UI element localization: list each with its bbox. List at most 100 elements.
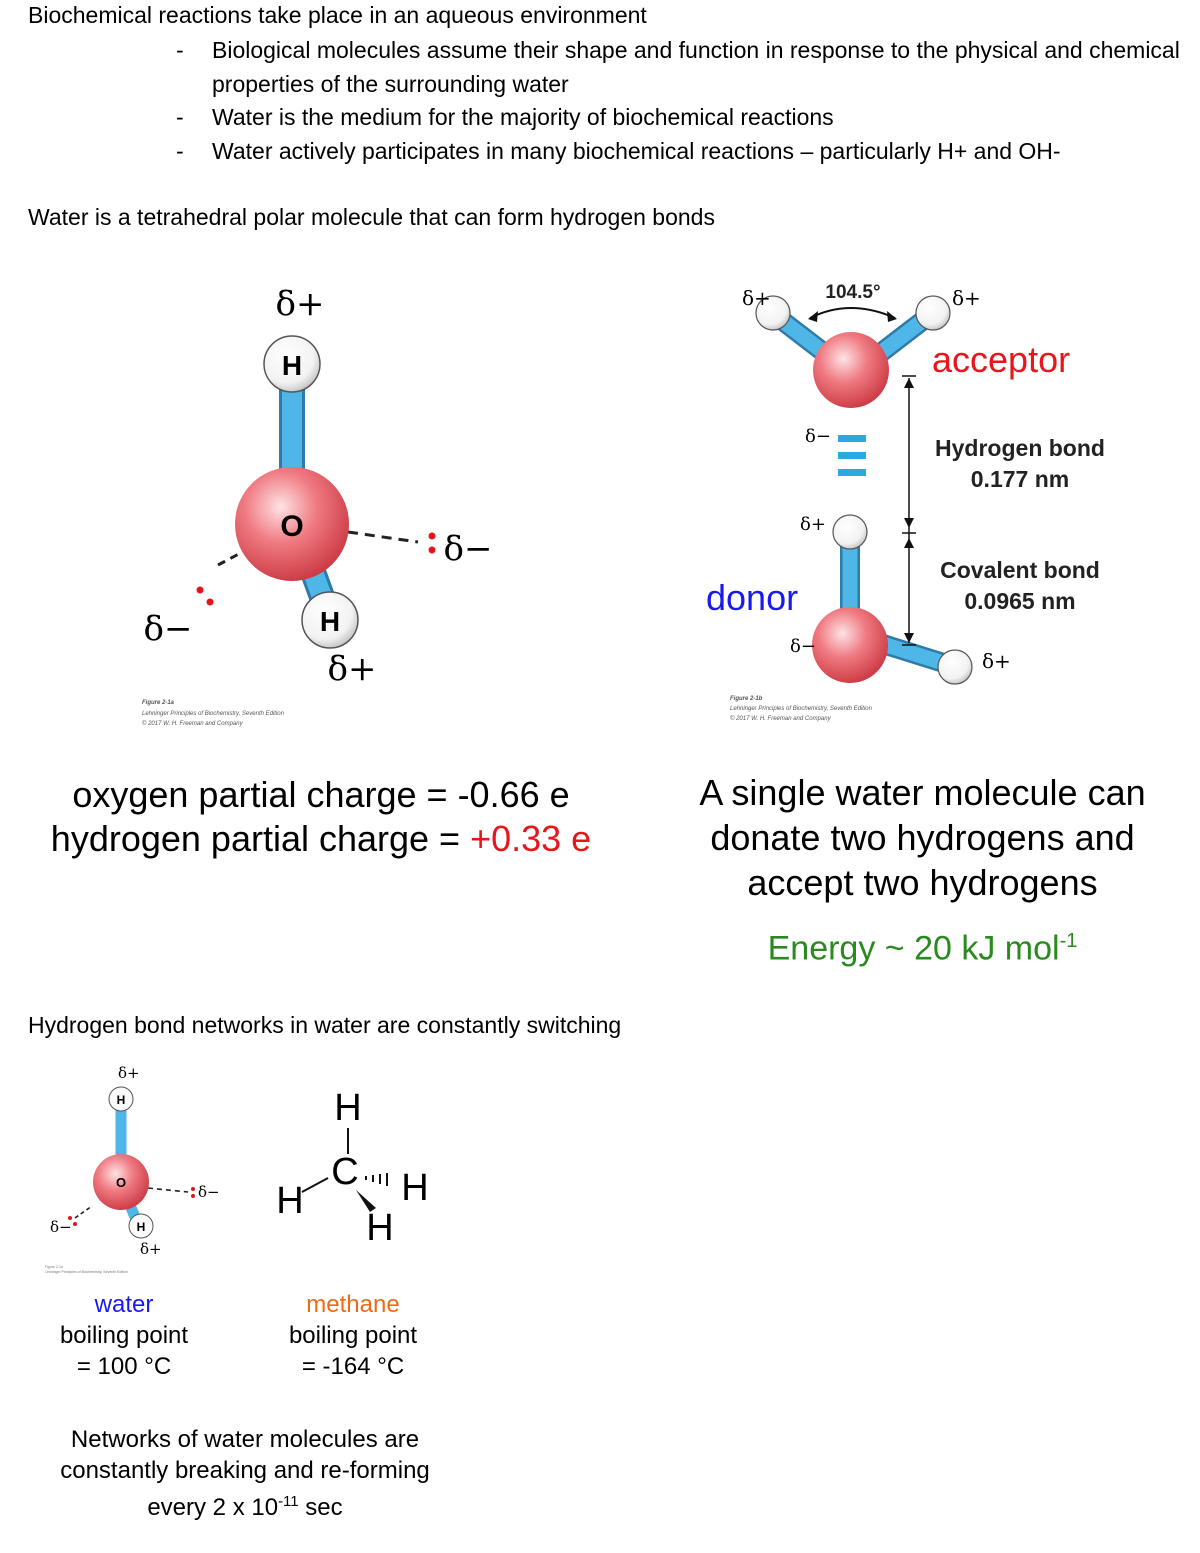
hydrogen-bond-length: 0.177 nm xyxy=(971,466,1069,492)
acceptor-label: acceptor xyxy=(932,339,1070,380)
oxygen-charge-line: oxygen partial charge = -0.66 e xyxy=(72,774,570,815)
figure-credit: Lehninger Principles of Biochemistry, Se… xyxy=(730,706,873,712)
networks-time-exponent: -11 xyxy=(278,1493,299,1510)
delta-plus-label: δ+ xyxy=(800,514,826,535)
methane-hydrogen-top: H xyxy=(334,1087,361,1129)
methane-boiling-label: boiling point xyxy=(288,1322,418,1349)
hydrogen-bond-figure: 104.5° δ+ δ+ δ− δ+ δ− δ+ acceptor donor … xyxy=(706,282,1105,722)
figure-credit: Figure 2-1b xyxy=(730,696,763,702)
hydrogen-bond-label: Hydrogen bond xyxy=(935,435,1105,461)
bullet-item: - Water is the medium for the majority o… xyxy=(172,101,1182,135)
lone-pair-dot xyxy=(191,1187,195,1191)
methane-figure: H C H H H xyxy=(276,1087,428,1249)
networks-time-prefix: every 2 x 10 xyxy=(147,1494,279,1521)
water-name: water xyxy=(94,1291,154,1318)
hydrogen-bond-bar xyxy=(838,452,866,459)
partial-charges-block: oxygen partial charge = -0.66 e hydrogen… xyxy=(18,773,624,861)
delta-minus-label: δ− xyxy=(805,426,831,447)
bullet-item: - Water actively participates in many bi… xyxy=(172,135,1182,169)
hydrogen-atom xyxy=(301,591,359,649)
donate-line: accept two hydrogens xyxy=(747,862,1098,903)
bullet-text: Water actively participates in many bioc… xyxy=(212,137,1061,164)
methane-hydrogen-right: H xyxy=(401,1167,428,1209)
donate-line: donate two hydrogens and xyxy=(710,817,1135,858)
delta-minus-label: δ− xyxy=(790,636,816,657)
arrowhead xyxy=(904,378,914,388)
delta-plus-label: δ+ xyxy=(328,649,377,689)
hydrogen-atom xyxy=(128,1213,154,1239)
covalent-bond-length: 0.0965 nm xyxy=(964,588,1075,614)
oxygen-atom xyxy=(235,467,349,581)
oxygen-atom xyxy=(813,332,889,408)
delta-minus-label: δ− xyxy=(50,1218,72,1236)
hydrogen-bond-bar xyxy=(838,435,866,442)
energy-exponent: -1 xyxy=(1059,930,1078,952)
hydrogen-label: H xyxy=(137,1220,146,1234)
methane-bond xyxy=(301,1177,329,1193)
arrowhead xyxy=(808,311,818,322)
delta-plus-label: δ+ xyxy=(742,286,771,310)
hydrogen-charge-prefix: hydrogen partial charge = xyxy=(50,818,471,859)
oxygen-atom xyxy=(93,1154,149,1210)
water-small-figure: O H H δ+ δ+ δ− δ− Figure 2-1a Lehninger … xyxy=(45,1064,220,1274)
figure-credit: Figure 2-1a xyxy=(45,1265,63,1269)
networks-line: every 2 x 10-11 sec xyxy=(30,1486,460,1523)
delta-minus-label: δ− xyxy=(144,609,193,649)
hydrogen-label: H xyxy=(117,1093,126,1107)
hydrogen-bond-bar xyxy=(838,469,866,476)
covalent-bond-label: Covalent bond xyxy=(940,557,1100,583)
donor-label: donor xyxy=(706,577,798,618)
figure-credit: Lehninger Principles of Biochemistry, Se… xyxy=(45,1270,128,1274)
lone-pair-dot xyxy=(73,1222,77,1226)
water-caption: water boiling point = 100 °C xyxy=(28,1289,220,1382)
networks-line: constantly breaking and re-forming xyxy=(60,1457,430,1484)
hydrogen-atom xyxy=(915,295,951,331)
delta-minus-label: δ− xyxy=(444,529,493,569)
lone-pair-dot xyxy=(68,1216,72,1220)
delta-plus-label: δ+ xyxy=(276,284,325,324)
arrowhead xyxy=(904,633,914,643)
oxygen-label: O xyxy=(280,510,303,543)
water-tetrahedral-figure: O H H δ+ δ+ δ− δ− Figure 2-1a Lehninger … xyxy=(142,284,493,727)
hydrogen-charge-value: +0.33 e xyxy=(470,818,592,859)
methane-name: methane xyxy=(306,1291,400,1318)
delta-plus-label: δ+ xyxy=(118,1064,140,1082)
delta-plus-label: δ+ xyxy=(140,1240,162,1258)
methane-hydrogen-bottom: H xyxy=(366,1207,393,1249)
methane-carbon: C xyxy=(331,1151,358,1193)
oxygen-atom xyxy=(812,607,888,683)
methane-boiling-value: = -164 °C xyxy=(301,1353,405,1380)
arrowhead xyxy=(904,518,914,528)
angle-arc xyxy=(809,307,896,319)
networks-caption: Networks of water molecules are constant… xyxy=(30,1424,460,1523)
donate-line: A single water molecule can xyxy=(699,772,1146,813)
hydrogen-label: H xyxy=(320,606,340,637)
hydrogen-label: H xyxy=(282,350,302,381)
hydrogen-atom xyxy=(108,1086,134,1112)
methane-wedge-bond xyxy=(356,1190,376,1212)
bullet-text: Water is the medium for the majority of … xyxy=(212,104,834,130)
section-heading-tetrahedral: Water is a tetrahedral polar molecule th… xyxy=(28,204,715,230)
energy-prefix: Energy ~ 20 kJ mol xyxy=(767,929,1060,968)
hydrogen-bond-dash xyxy=(347,530,419,544)
bullet-item: - Biological molecules assume their shap… xyxy=(172,34,1182,101)
bullet-marker: - xyxy=(176,37,184,63)
oxygen-label: O xyxy=(116,1175,126,1190)
lone-pair-dot xyxy=(191,1194,195,1198)
hydrogen-bond-dash xyxy=(147,1187,189,1193)
hydrogen-atom xyxy=(263,335,321,393)
lone-pair-dot xyxy=(428,546,436,554)
section-heading-networks: Hydrogen bond networks in water are cons… xyxy=(28,1012,622,1038)
arrowhead xyxy=(904,538,914,548)
hydrogen-charge-line: hydrogen partial charge = +0.33 e xyxy=(18,817,624,861)
bullet-marker: - xyxy=(176,137,184,164)
bullet-list: - Biological molecules assume their shap… xyxy=(172,34,1182,168)
hydrogen-atom xyxy=(832,514,868,550)
energy-line: Energy ~ 20 kJ mol-1 xyxy=(660,919,1185,971)
networks-line: Networks of water molecules are xyxy=(70,1426,420,1453)
section-heading-aqueous: Biochemical reactions take place in an a… xyxy=(28,2,647,28)
networks-time-suffix: sec xyxy=(298,1494,343,1521)
delta-plus-label: δ+ xyxy=(982,649,1011,673)
hydrogen-atom xyxy=(937,649,973,685)
bullet-text: Biological molecules assume their shape … xyxy=(212,37,1180,97)
